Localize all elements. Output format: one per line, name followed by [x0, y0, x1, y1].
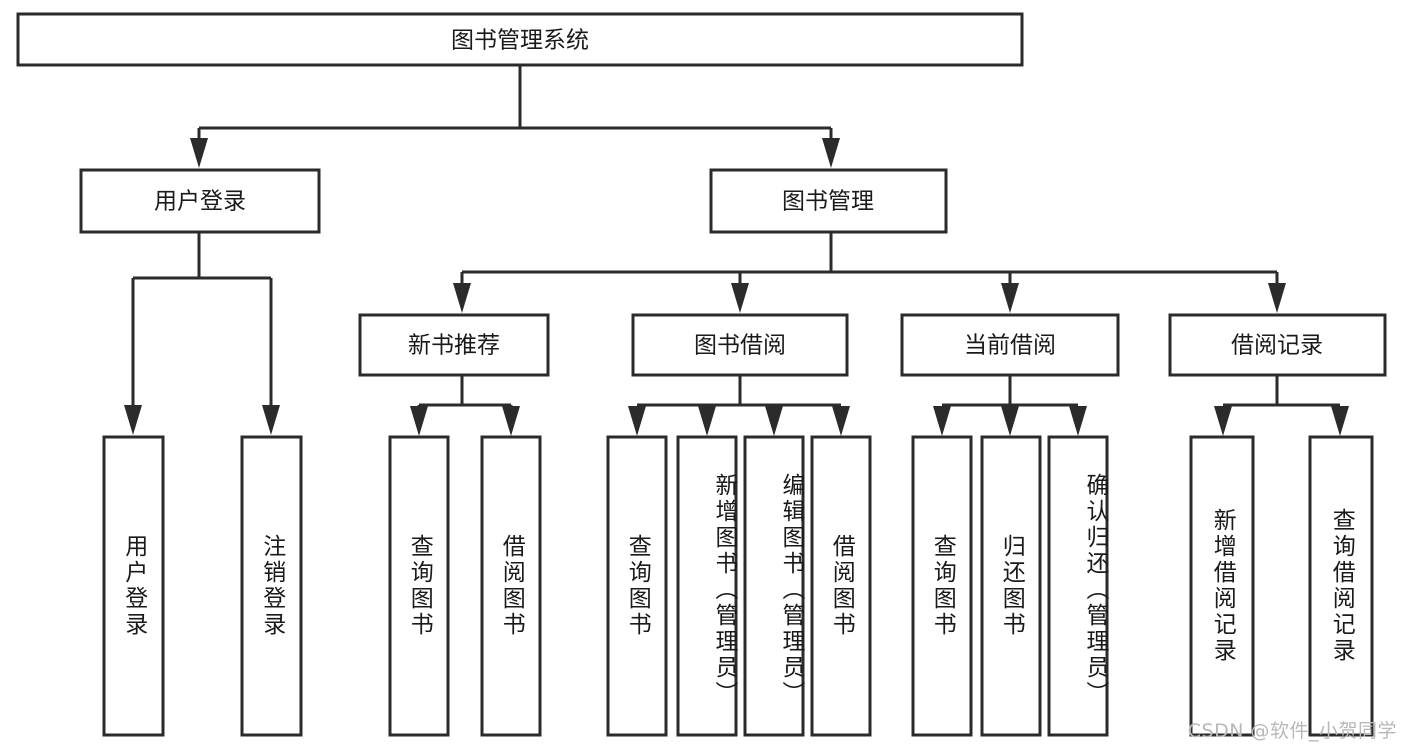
arrow-head-book-borrow — [731, 283, 749, 313]
leaf-box-cb-confirm-return[interactable] — [1047, 435, 1109, 737]
node-book-borrow[interactable]: 图书借阅 — [631, 313, 849, 377]
arrow-head-new-book-recommend — [453, 283, 471, 313]
arrow-head-cb-leaf-3 — [1069, 406, 1087, 436]
leaf-box-cb-query-book[interactable] — [911, 435, 973, 737]
arrow-head-bb-leaf-3 — [765, 406, 783, 436]
leaf-box-bb-query-book[interactable] — [606, 435, 668, 737]
node-borrow-record[interactable]: 借阅记录 — [1168, 313, 1387, 377]
arrow-head-bb-leaf-1 — [628, 406, 646, 436]
arrow-head-cb-leaf-2 — [1001, 406, 1019, 436]
arrow-head-nbr-leaf-1 — [410, 406, 428, 436]
leaf-box-cb-return-book[interactable] — [980, 435, 1042, 737]
node-book-manage-box[interactable] — [709, 168, 948, 234]
leaf-box-br-query-record[interactable] — [1308, 435, 1374, 737]
leaf-box-bb-borrow-book[interactable] — [810, 435, 872, 737]
node-root-label: 图书管理系统 — [451, 28, 589, 54]
leaf-boxes — [102, 435, 1374, 737]
node-current-borrow-label: 当前借阅 — [964, 333, 1056, 359]
connectors-current-borrow-to-leaves — [933, 375, 1087, 436]
node-user-login-label: 用户登录 — [154, 189, 246, 215]
arrow-head-bb-leaf-2 — [698, 406, 716, 436]
node-borrow-record-label: 借阅记录 — [1231, 333, 1323, 359]
node-book-borrow-label: 图书借阅 — [694, 333, 786, 359]
leaf-box-nbr-borrow-book[interactable] — [480, 435, 542, 737]
arrow-head-borrow-record — [1268, 283, 1286, 313]
arrow-head-user-login — [190, 138, 208, 168]
node-borrow-record-box[interactable] — [1168, 313, 1387, 377]
node-current-borrow[interactable]: 当前借阅 — [900, 313, 1120, 377]
arrow-head-leaf-logout — [262, 405, 280, 435]
node-current-borrow-box[interactable] — [900, 313, 1120, 377]
connectors-root-to-level2 — [190, 65, 840, 168]
node-new-book-recommend-box[interactable] — [358, 313, 550, 377]
leaf-box-nbr-query-book[interactable] — [388, 435, 450, 737]
connectors-user-login-to-leaves — [124, 232, 280, 435]
arrow-head-leaf-user-login — [124, 405, 142, 435]
arrow-head-current-borrow — [1001, 283, 1019, 313]
node-new-book-recommend[interactable]: 新书推荐 — [358, 313, 550, 377]
node-new-book-recommend-label: 新书推荐 — [408, 333, 500, 359]
arrow-head-bb-leaf-4 — [832, 406, 850, 436]
connectors-book-manage-to-level3 — [453, 232, 1286, 313]
arrow-head-nbr-leaf-2 — [502, 406, 520, 436]
arrow-head-book-manage — [822, 138, 840, 168]
connectors-new-book-recommend-to-leaves — [410, 375, 520, 436]
node-root[interactable]: 图书管理系统 — [16, 12, 1024, 67]
arrow-head-cb-leaf-1 — [933, 406, 951, 436]
node-user-login[interactable]: 用户登录 — [79, 168, 321, 234]
leaf-box-bb-add-book[interactable] — [676, 435, 738, 737]
node-book-manage-label: 图书管理 — [782, 189, 874, 215]
connectors-borrow-record-to-leaves — [1214, 375, 1349, 436]
connectors-book-borrow-to-leaves — [628, 375, 850, 436]
node-book-borrow-box[interactable] — [631, 313, 849, 377]
leaf-box-bb-edit-book[interactable] — [743, 435, 805, 737]
leaf-box-user-login[interactable] — [102, 435, 165, 737]
arrow-head-br-leaf-1 — [1214, 406, 1232, 436]
leaf-box-logout[interactable] — [240, 435, 303, 737]
node-root-box[interactable] — [16, 12, 1024, 67]
arrow-head-br-leaf-2 — [1331, 406, 1349, 436]
node-book-manage[interactable]: 图书管理 — [709, 168, 948, 234]
leaf-box-br-add-record[interactable] — [1189, 435, 1255, 737]
node-user-login-box[interactable] — [79, 168, 321, 234]
